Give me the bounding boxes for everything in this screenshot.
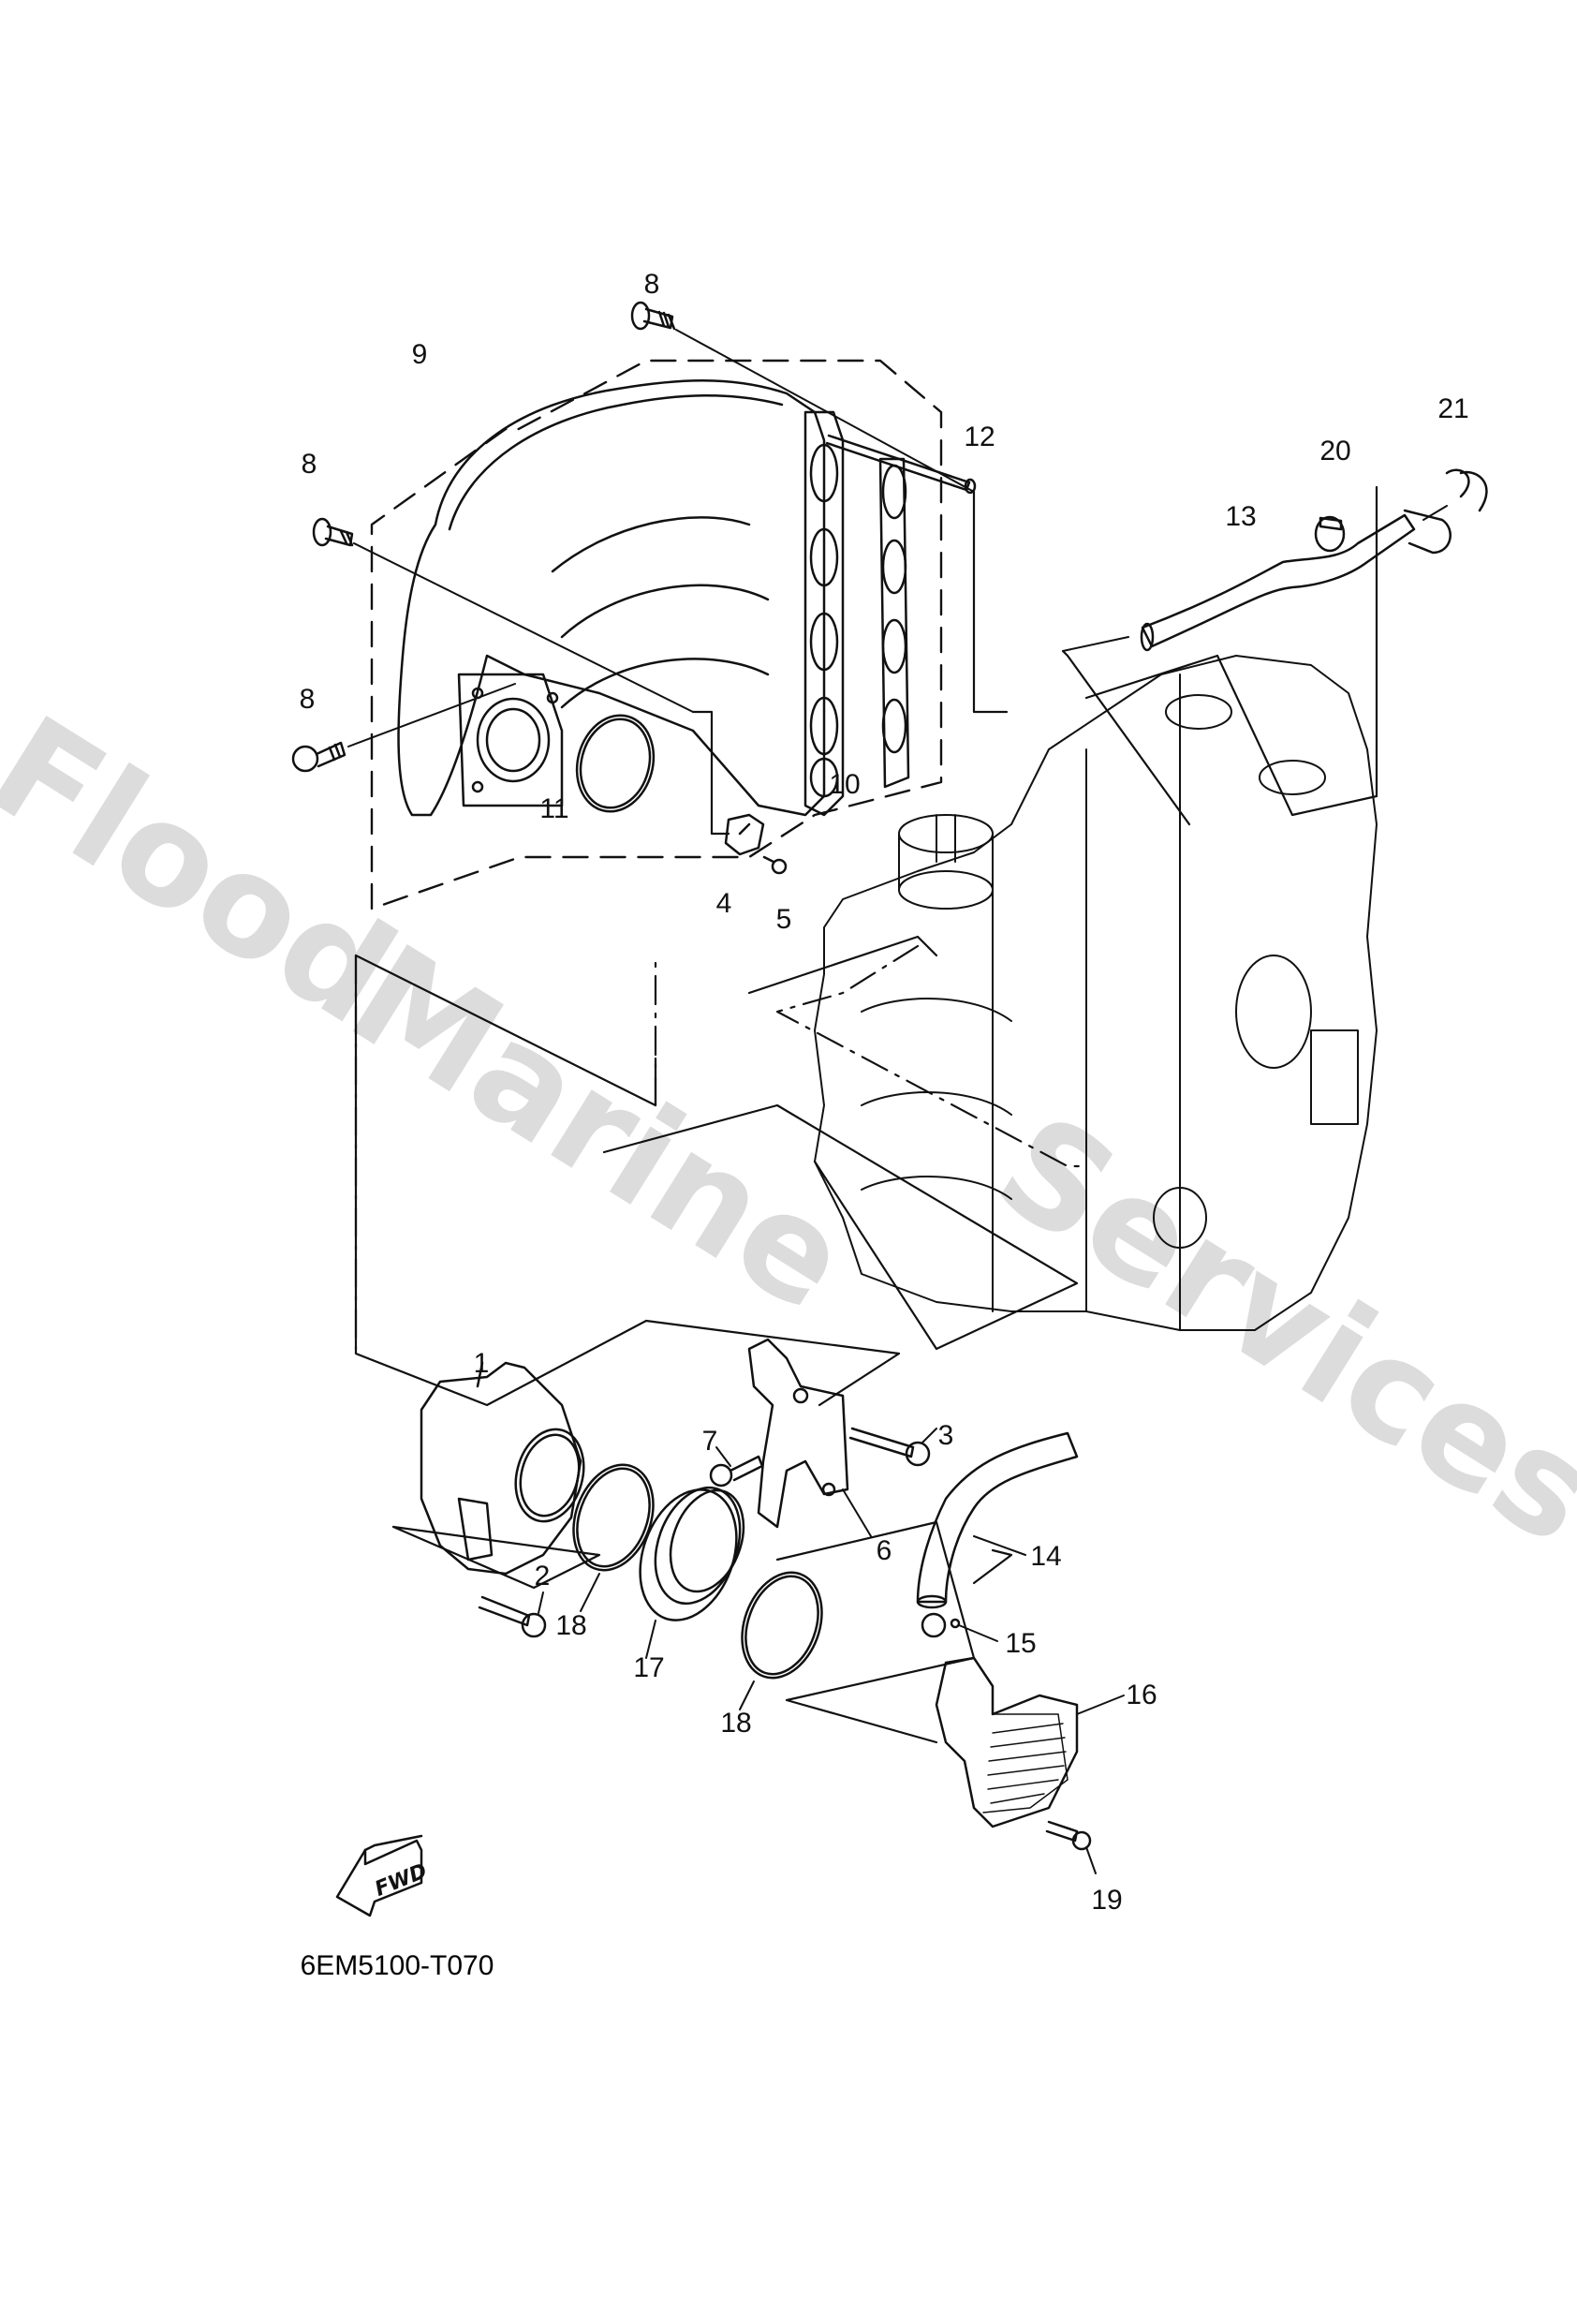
callout-20: 20 (1319, 436, 1351, 466)
hose-14 (916, 1431, 1079, 1609)
callout-16: 16 (1126, 1680, 1157, 1710)
callout-21: 21 (1437, 393, 1469, 424)
callout-8-left-lower: 8 (299, 684, 316, 715)
callout-10: 10 (829, 769, 861, 800)
bolt-left-upper (312, 517, 694, 713)
callout-8-top: 8 (643, 269, 660, 300)
bolt-19 (1045, 1820, 1097, 1874)
callout-8-left-upper: 8 (301, 449, 317, 480)
engine-block (814, 655, 1378, 1331)
o-ring (575, 714, 656, 813)
callout-15: 15 (1005, 1628, 1037, 1659)
callout-5: 5 (775, 904, 792, 935)
bolt-2 (478, 1591, 547, 1638)
screw (762, 855, 788, 875)
callout-7: 7 (701, 1426, 718, 1457)
clip-15 (921, 1612, 998, 1642)
callout-3: 3 (937, 1420, 954, 1451)
hose-13 (1062, 509, 1452, 652)
fwd-arrow-icon: FWD (335, 1834, 431, 1917)
hose-clamp-20 (1314, 515, 1346, 553)
bolt-top (630, 301, 975, 493)
dowel-pin (825, 434, 977, 495)
callout-17: 17 (633, 1652, 665, 1683)
callout-12: 12 (964, 422, 995, 452)
hose-clamp-right (739, 1571, 823, 1710)
hose-clamp-left (572, 1463, 655, 1612)
callout-18-left: 18 (555, 1610, 587, 1641)
sensor (724, 813, 765, 856)
callout-1: 1 (473, 1348, 490, 1379)
manifold-gasket (878, 457, 910, 789)
callout-9: 9 (411, 339, 428, 370)
diagram-part-code: 6EM5100-T070 (300, 1950, 494, 1981)
throttle-body (420, 1361, 585, 1576)
manifold-assembly-boundary (370, 359, 943, 910)
bolt-3 (848, 1427, 937, 1467)
callout-14: 14 (1030, 1541, 1062, 1572)
bolt-left-lower (291, 683, 516, 773)
joint-17 (639, 1486, 745, 1659)
callout-13: 13 (1225, 501, 1257, 532)
callout-4: 4 (715, 888, 732, 919)
silencer-16 (935, 1656, 1125, 1828)
callout-19: 19 (1091, 1885, 1123, 1916)
bracket-6 (747, 1338, 872, 1537)
callout-18-right: 18 (720, 1708, 752, 1739)
callout-11: 11 (539, 793, 569, 824)
bolt-7 (709, 1446, 764, 1488)
clip-21 (1445, 468, 1488, 512)
intake-manifold (397, 379, 845, 817)
callout-2: 2 (534, 1561, 551, 1591)
callout-6: 6 (876, 1535, 892, 1566)
assembly-lines (354, 485, 1378, 1744)
